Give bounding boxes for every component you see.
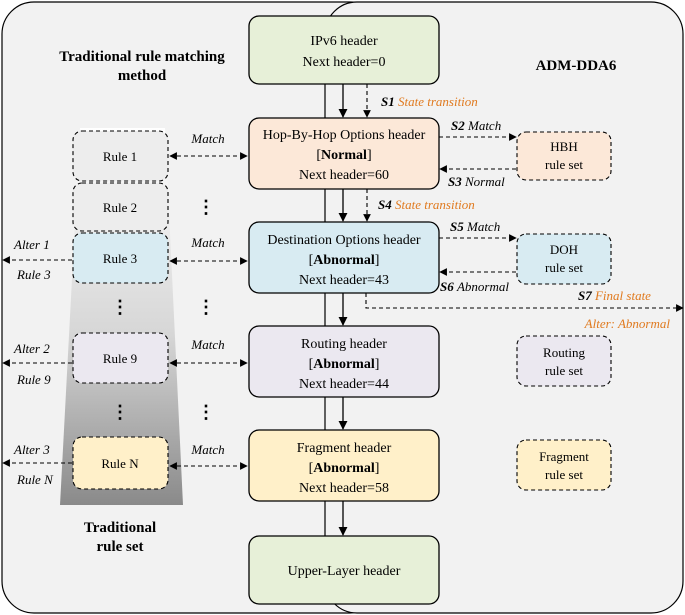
rule-9-box: Rule 9	[72, 332, 169, 384]
svg-text:Rule 9: Rule 9	[103, 351, 137, 366]
svg-text:Destination Options header: Destination Options header	[267, 233, 421, 248]
fragment-rule-set: Fragment rule set	[516, 439, 612, 491]
s4-label: S4 State transition	[378, 197, 475, 212]
traditional-set-title-line2: rule set	[96, 539, 143, 555]
routing-header-box: Routing header [Abnormal] Next header=44	[248, 325, 440, 398]
svg-text:HBH: HBH	[550, 139, 577, 154]
rule-3-box: Rule 3	[72, 232, 169, 284]
traditional-set-title-line1: Traditional	[84, 520, 156, 536]
rules-ellipsis-1: ⋮	[111, 297, 129, 317]
rule-1-box: Rule 1	[72, 130, 169, 182]
rules-ellipsis-2: ⋮	[111, 402, 129, 422]
hbh-rule-set: HBH rule set	[516, 131, 612, 181]
svg-text:Next header=0: Next header=0	[303, 55, 386, 70]
alter-arrows	[2, 256, 72, 467]
svg-text:[Abnormal]: [Abnormal]	[309, 253, 380, 268]
svg-text:rule set: rule set	[545, 157, 583, 172]
match-label-4: Match	[190, 442, 224, 457]
s1-label: S1 State transition	[381, 94, 478, 109]
match-label-1: Match	[190, 131, 224, 146]
alter-1-rule: Rule 3	[16, 267, 51, 282]
match-arrows	[169, 152, 248, 470]
alter-3-label: Alter 3	[13, 442, 50, 457]
svg-text:Next header=44: Next header=44	[299, 377, 389, 392]
alter-1-label: Alter 1	[13, 237, 50, 252]
alter-2-rule: Rule 9	[16, 372, 51, 387]
s7-label: S7 Final state	[578, 288, 651, 303]
svg-text:Fragment: Fragment	[539, 449, 589, 464]
alter-abnormal-label: Alter: Abnormal	[584, 316, 671, 331]
s6-label: S6 Abnormal	[440, 279, 509, 294]
svg-text:DOH: DOH	[550, 242, 578, 257]
svg-text:rule set: rule set	[545, 260, 583, 275]
match-ellipsis-2: ⋮	[197, 297, 215, 317]
svg-text:Rule 1: Rule 1	[103, 149, 137, 164]
traditional-method-title-line2: method	[118, 68, 167, 84]
fragment-header-box: Fragment header [Abnormal] Next header=5…	[248, 429, 440, 502]
svg-text:[Normal]: [Normal]	[316, 148, 371, 163]
svg-text:Next header=58: Next header=58	[299, 481, 389, 496]
svg-text:Hop-By-Hop Options header: Hop-By-Hop Options header	[263, 128, 426, 143]
svg-text:rule set: rule set	[545, 363, 583, 378]
rule-2-box: Rule 2	[72, 182, 169, 232]
svg-text:Routing header: Routing header	[301, 337, 387, 352]
svg-text:[Abnormal]: [Abnormal]	[309, 461, 380, 476]
svg-text:Upper-Layer header: Upper-Layer header	[288, 564, 401, 579]
rule-n-box: Rule N	[72, 436, 169, 490]
traditional-method-title-line1: Traditional rule matching	[59, 49, 225, 65]
s3-label: S3 Normal	[448, 174, 505, 189]
right-panel	[324, 1, 684, 614]
svg-text:Fragment header: Fragment header	[297, 441, 392, 456]
svg-text:Next header=43: Next header=43	[299, 273, 389, 288]
alter-2-label: Alter 2	[13, 341, 50, 356]
ipv6-header-box: IPv6 header Next header=0	[248, 15, 440, 85]
svg-text:[Abnormal]: [Abnormal]	[309, 357, 380, 372]
svg-text:Routing: Routing	[543, 345, 585, 360]
routing-rule-set: Routing rule set	[516, 335, 612, 387]
svg-text:Next header=60: Next header=60	[299, 168, 389, 183]
match-ellipsis-1: ⋮	[197, 197, 215, 217]
svg-text:IPv6 header: IPv6 header	[310, 34, 378, 49]
match-ellipsis-3: ⋮	[197, 402, 215, 422]
state-transition-arrows	[363, 84, 684, 312]
svg-text:Rule N: Rule N	[101, 456, 139, 471]
adm-title: ADM-DDA6	[536, 58, 617, 74]
match-label-2: Match	[190, 235, 224, 250]
s2-label: S2 Match	[451, 118, 501, 133]
upper-layer-header-box: Upper-Layer header	[248, 535, 440, 605]
hbh-header-box: Hop-By-Hop Options header [Normal] Next …	[248, 117, 440, 190]
svg-text:Rule 3: Rule 3	[103, 251, 137, 266]
s5-label: S5 Match	[450, 219, 500, 234]
svg-text:Rule 2: Rule 2	[103, 200, 137, 215]
doh-header-box: Destination Options header [Abnormal] Ne…	[248, 221, 440, 294]
alter-3-rule: Rule N	[16, 472, 54, 487]
svg-text:rule set: rule set	[545, 467, 583, 482]
doh-rule-set: DOH rule set	[516, 233, 612, 285]
match-label-3: Match	[190, 337, 224, 352]
